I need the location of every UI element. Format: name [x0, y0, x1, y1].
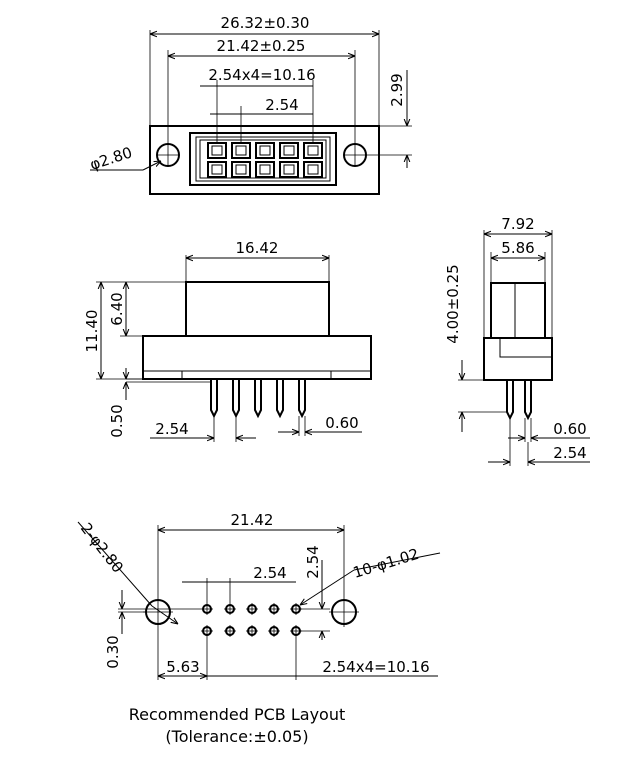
dim-front-pin-width: 0.60 — [325, 414, 358, 432]
dim-total-height: 11.40 — [83, 310, 101, 353]
side-housing — [490, 282, 546, 339]
dim-pin-span: 2.54x4=10.16 — [208, 66, 315, 84]
dim-side-outer-width: 7.92 — [501, 215, 534, 233]
pcb-dim-mount-holes: 2-φ2.80 — [77, 519, 127, 576]
dim-front-pin-pitch: 2.54 — [155, 420, 188, 438]
dim-housing-width: 16.42 — [236, 239, 279, 257]
caption-title: Recommended PCB Layout — [129, 705, 346, 724]
dim-pin-pitch: 2.54 — [265, 96, 298, 114]
front-housing — [185, 281, 330, 337]
dim-side-height: 4.00±0.25 — [444, 264, 462, 343]
pcb-dim-offset-y: 0.30 — [104, 635, 122, 668]
front-view: 16.42 11.40 6.40 0.50 2.54 0.60 — [83, 239, 372, 442]
pcb-layout: 21.42 2-φ2.80 10-φ1.02 2.54 2.54 0.30 5.… — [77, 511, 441, 680]
side-flange — [483, 337, 553, 381]
pcb-dim-pitch-y: 2.54 — [304, 545, 322, 578]
top-contacts — [207, 142, 323, 178]
dim-height: 2.99 — [388, 73, 406, 106]
caption-tolerance: (Tolerance:±0.05) — [165, 727, 308, 746]
pcb-dim-hole-spacing: 21.42 — [231, 511, 274, 529]
pcb-dim-offset-x: 5.63 — [166, 658, 199, 676]
dim-hole-spacing: 21.42±0.25 — [217, 37, 306, 55]
pcb-pin-holes — [201, 603, 302, 637]
front-pins — [210, 379, 306, 419]
dim-side-pin-width: 0.60 — [553, 420, 586, 438]
side-view: 7.92 5.86 4.00±0.25 0.60 2.54 — [444, 215, 590, 466]
dim-hole-dia: φ2.80 — [88, 143, 135, 173]
dim-overall-width: 26.32±0.30 — [221, 14, 310, 32]
top-flange — [149, 125, 380, 195]
pcb-dim-pin-span: 2.54x4=10.16 — [322, 658, 429, 676]
dim-pin-offset: 0.50 — [108, 404, 126, 437]
dim-side-pin-pitch: 2.54 — [553, 444, 586, 462]
front-flange — [142, 335, 372, 380]
dim-side-inner-width: 5.86 — [501, 239, 534, 257]
dim-upper-height: 6.40 — [108, 292, 126, 325]
top-housing — [189, 132, 337, 186]
pcb-dim-pin-holes: 10-φ1.02 — [351, 545, 421, 582]
top-view: 26.32±0.30 21.42±0.25 2.54x4=10.16 2.54 … — [88, 14, 412, 195]
pcb-dim-pitch-x: 2.54 — [253, 564, 286, 582]
